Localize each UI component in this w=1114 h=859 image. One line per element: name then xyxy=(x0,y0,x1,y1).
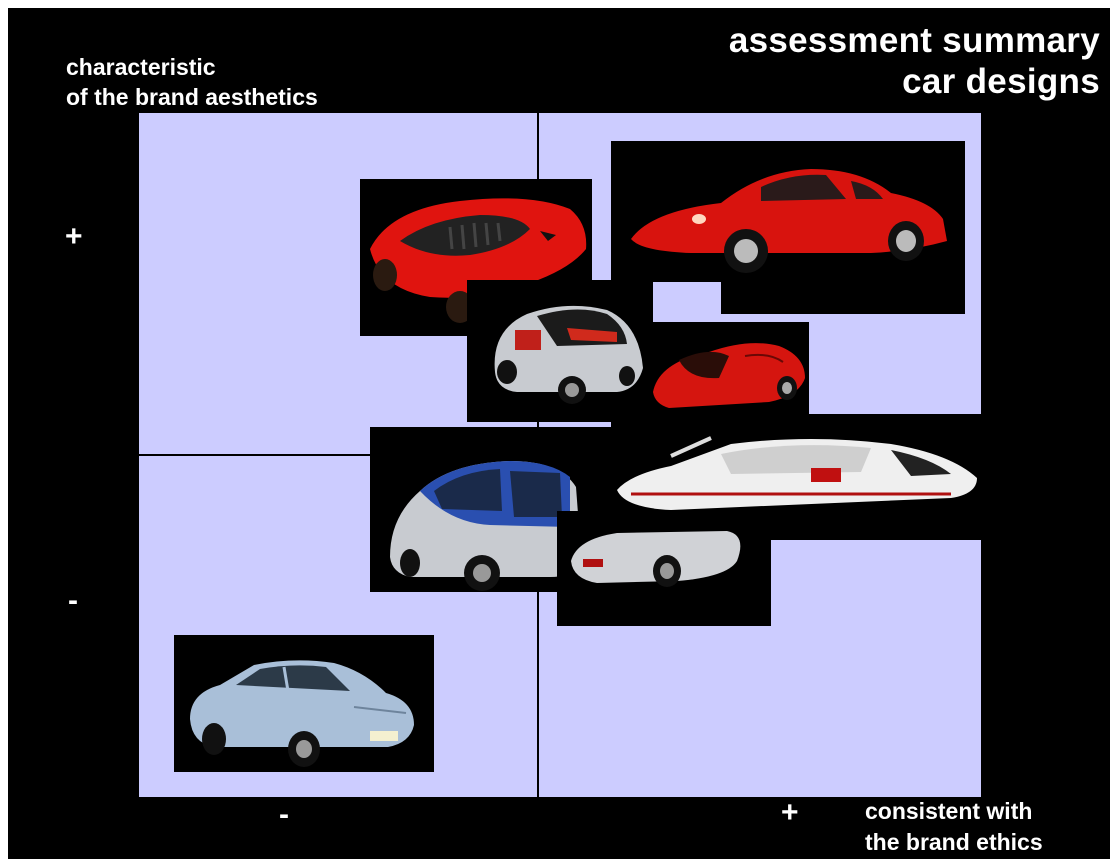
y-axis-label: characteristic of the brand aesthetics xyxy=(66,52,318,112)
light-blue-sedan-image xyxy=(190,660,414,767)
y-plus-sign: + xyxy=(65,220,83,253)
y-minus-sign: - xyxy=(68,584,78,617)
red-supercar-image xyxy=(653,343,805,408)
y-axis-label-line-2: of the brand aesthetics xyxy=(66,84,318,110)
x-minus-sign: - xyxy=(279,798,289,831)
light-blue-sedan-photo xyxy=(174,635,434,772)
slide-title: assessment summary car designs xyxy=(729,20,1100,102)
silver-roadster-image xyxy=(571,531,741,587)
red-supercar-photo xyxy=(649,322,809,414)
blue-silver-city-car-image xyxy=(390,461,582,591)
red-concept-sports-car-image xyxy=(370,198,587,323)
y-axis-label-line-1: characteristic xyxy=(66,54,216,80)
red-concept-sports-car-photo xyxy=(360,179,592,336)
title-line-1: assessment summary xyxy=(728,21,1100,60)
silver-micro-car-image xyxy=(494,305,643,404)
white-wedge-concept-car-image xyxy=(617,436,977,510)
title-line-2: car designs xyxy=(902,62,1100,101)
background-gap xyxy=(653,282,721,314)
x-axis-label: consistent with the brand ethics xyxy=(865,796,1043,858)
silver-micro-car-photo xyxy=(467,280,653,422)
x-plus-sign: + xyxy=(781,796,799,829)
silver-roadster-photo xyxy=(557,511,771,626)
slide: assessment summary car designs character… xyxy=(8,8,1110,859)
horizontal-axis-line xyxy=(139,454,379,456)
red-classic-coupe-image xyxy=(631,169,947,273)
x-axis-label-line-2: the brand ethics xyxy=(865,829,1043,855)
x-axis-label-line-1: consistent with xyxy=(865,798,1033,824)
